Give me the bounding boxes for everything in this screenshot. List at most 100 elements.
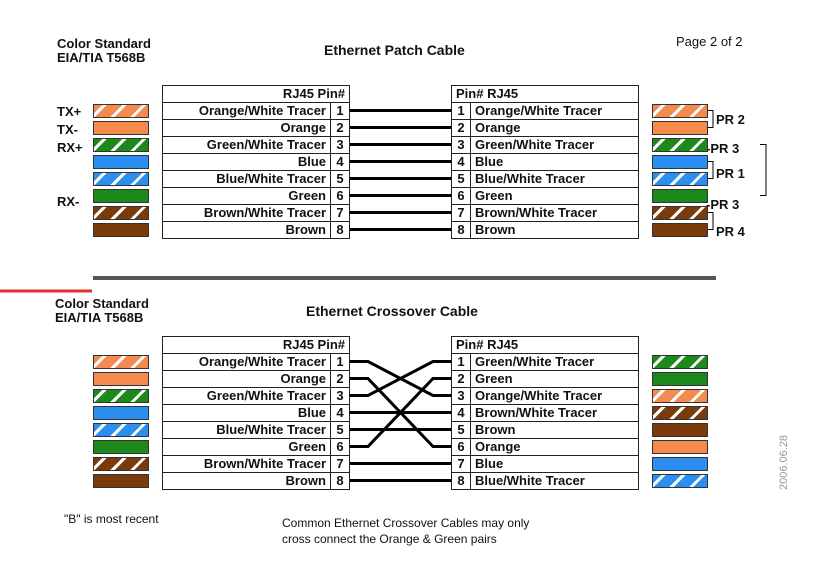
title-crossover: Ethernet Crossover Cable	[306, 303, 478, 319]
right-header: Pin# RJ45	[451, 336, 639, 354]
pin-number: 5	[330, 170, 350, 188]
blue-white-tracer-swatch	[652, 473, 708, 488]
wire-name: Blue/White Tracer	[470, 472, 639, 490]
green-swatch	[652, 188, 708, 203]
wire-name: Brown	[162, 221, 331, 239]
caption-line: cross connect the Orange & Green pairs	[282, 532, 497, 546]
blue-white-tracer-swatch	[93, 171, 149, 186]
orange-white-tracer-swatch	[652, 103, 708, 118]
brown-swatch	[652, 422, 708, 437]
wire-name: Orange/White Tracer	[162, 102, 331, 120]
pair-label-pr4: PR 4	[716, 224, 745, 239]
orange-swatch	[652, 120, 708, 135]
pair-label-pr3-bottom: -PR 3	[706, 197, 740, 212]
blue-swatch	[93, 405, 149, 420]
blue-white-tracer-swatch	[652, 171, 708, 186]
blue-white-tracer-swatch	[93, 422, 149, 437]
pair-bracket-pr4	[708, 212, 714, 230]
orange-swatch	[93, 120, 149, 135]
blue-swatch	[93, 154, 149, 169]
wire-name: Green/White Tracer	[162, 136, 331, 154]
brown-white-tracer-swatch	[652, 405, 708, 420]
wire-name: Brown	[162, 472, 331, 490]
left-header: RJ45 Pin#	[162, 85, 350, 103]
pair-bracket-pr1	[708, 161, 714, 179]
pair-label-pr3-top: -PR 3	[706, 141, 740, 156]
green-swatch	[652, 371, 708, 386]
left-header: RJ45 Pin#	[162, 336, 350, 354]
wire-name: Brown/White Tracer	[162, 455, 331, 473]
brown-white-tracer-swatch	[93, 456, 149, 471]
brown-swatch	[93, 473, 149, 488]
crossover-wire	[350, 377, 451, 448]
wire-name: Brown/White Tracer	[470, 404, 639, 422]
standard-label-top: Color Standard EIA/TIA T568B	[57, 37, 151, 65]
standard-code: EIA/TIA T568B	[55, 310, 144, 325]
page-number: Page 2 of 2	[676, 34, 743, 49]
pair-label-pr1: PR 1	[716, 166, 745, 181]
green-swatch	[93, 439, 149, 454]
green-white-tracer-swatch	[652, 137, 708, 152]
brown-swatch	[652, 222, 708, 237]
green-white-tracer-swatch	[93, 388, 149, 403]
wire-name: Blue/White Tracer	[470, 170, 639, 188]
standard-code: EIA/TIA T568B	[57, 50, 146, 65]
green-white-tracer-swatch	[652, 354, 708, 369]
orange-white-tracer-swatch	[93, 103, 149, 118]
caption-line: Common Ethernet Crossover Cables may onl…	[282, 516, 530, 530]
wire-name: Brown/White Tracer	[470, 204, 639, 222]
blue-swatch	[652, 154, 708, 169]
signal-tx-plus: TX+	[57, 104, 82, 119]
signal-tx-minus: TX-	[57, 122, 78, 137]
note-b-recent: "B" is most recent	[64, 512, 159, 526]
blue-swatch	[652, 456, 708, 471]
standard-name: Color Standard	[57, 36, 151, 51]
caption: Common Ethernet Crossover Cables may onl…	[282, 515, 529, 547]
right-header: Pin# RJ45	[451, 85, 639, 103]
standard-label-bottom: Color Standard EIA/TIA T568B	[55, 297, 149, 325]
pin-number: 8	[330, 472, 350, 490]
pin-number: 8	[330, 221, 350, 239]
crossover-wire	[350, 360, 451, 397]
green-swatch	[93, 188, 149, 203]
wire-name: Green	[470, 370, 639, 388]
green-white-tracer-swatch	[93, 137, 149, 152]
wire-name: Blue	[162, 153, 331, 171]
standard-name: Color Standard	[55, 296, 149, 311]
orange-swatch	[93, 371, 149, 386]
orange-white-tracer-swatch	[652, 388, 708, 403]
orange-white-tracer-swatch	[93, 354, 149, 369]
wire-name: Green/White Tracer	[470, 353, 639, 371]
pin-number: 8	[451, 472, 471, 490]
title-patch: Ethernet Patch Cable	[324, 42, 465, 58]
pair-bracket-pr3	[760, 144, 767, 196]
brown-white-tracer-swatch	[652, 205, 708, 220]
signal-rx-plus: RX+	[57, 140, 83, 155]
pair-bracket-pr2	[708, 110, 714, 128]
orange-swatch	[652, 439, 708, 454]
pair-label-pr2: PR 2	[716, 112, 745, 127]
brown-swatch	[93, 222, 149, 237]
wire-name: Brown	[470, 221, 639, 239]
wire-name: Orange/White Tracer	[470, 387, 639, 405]
